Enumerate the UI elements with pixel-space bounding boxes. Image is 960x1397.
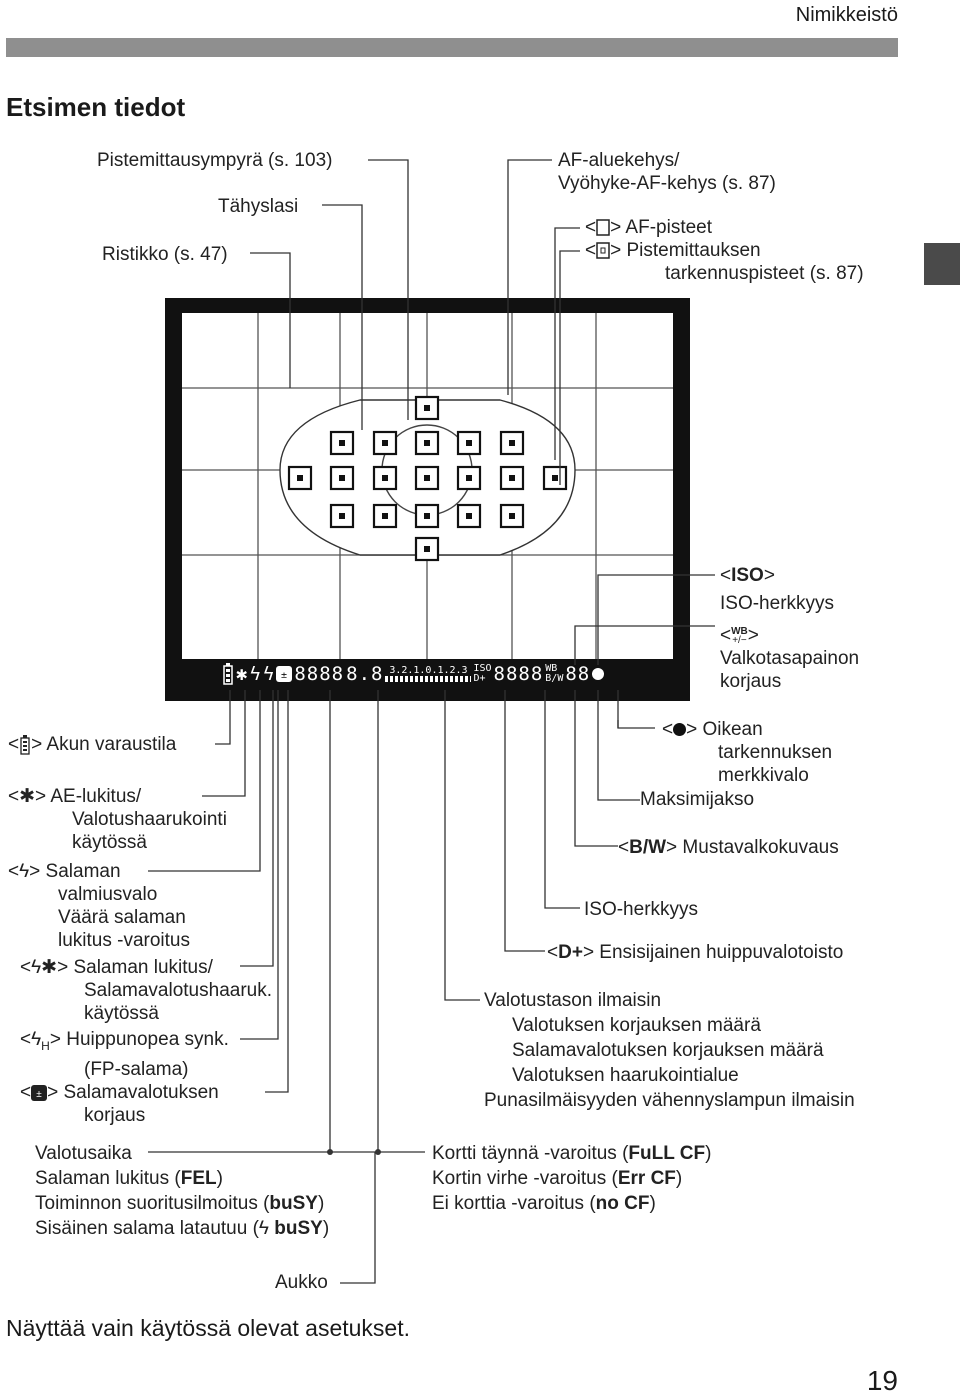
- wb-label-group: WB B/W: [545, 664, 563, 684]
- burst-digits: 88: [565, 663, 591, 685]
- label-grid: Ristikko (s. 47): [102, 244, 228, 265]
- label-hss: <ϟH> Huippunopea synk. (FP-salama): [20, 1029, 229, 1080]
- iso-label: ISO: [473, 663, 492, 674]
- label-iso-2: ISO-herkkyys: [584, 899, 699, 920]
- ae-lock-icon-text: ✱: [19, 786, 36, 807]
- footer-note: Näyttää vain käytössä olevat asetukset.: [6, 1315, 410, 1341]
- header-bar: [6, 38, 898, 57]
- label-wb-symbol: <WB+/−>: [720, 625, 759, 646]
- label-af-points: <> AF-pisteet: [585, 217, 713, 238]
- label-screen: Tähyslasi: [218, 196, 299, 217]
- page-number: 19: [866, 1365, 898, 1396]
- flash-icon-text: ϟ: [19, 861, 30, 882]
- label-exposure-level: Valotustason ilmaisin Valotuksen korjauk…: [484, 990, 855, 1111]
- label-flash-ready: <ϟ> Salaman valmiusvalo Väärä salaman lu…: [8, 861, 190, 951]
- svg-text:±: ±: [36, 1089, 42, 1100]
- focus-confirm-dot: [592, 668, 605, 680]
- label-iso: ISO-herkkyys: [720, 593, 835, 614]
- flash-icon-inline: ϟ: [258, 1218, 275, 1239]
- hss-icon-text: ϟH: [31, 1029, 50, 1053]
- label-bottom-left: Valotusaika Salaman lukitus (FEL) Toimin…: [35, 1143, 330, 1239]
- wb-label: WB: [545, 663, 558, 674]
- flash-comp-icon-text: ±: [31, 1084, 48, 1101]
- label-fec: <±> Salamavalotuksen korjaus: [20, 1082, 219, 1126]
- shutter-digits: 8888: [294, 663, 345, 685]
- label-fel: <ϟ✱> Salaman lukitus/ Salamavalotushaaru…: [20, 957, 272, 1024]
- label-focus-confirm: <> Oikean tarkennuksen merkkivalo: [662, 719, 833, 786]
- af-point-icon: [596, 219, 610, 237]
- battery-icon-text: [20, 734, 30, 755]
- af-point-centers: [297, 405, 558, 552]
- label-wb: Valkotasapainon korjaus: [720, 648, 860, 692]
- label-highlight-tone: <D+> Ensisijainen huippuvalotoisto: [547, 942, 844, 963]
- aperture-digits: 8.8: [346, 663, 384, 685]
- iso-digits: 8888: [493, 663, 544, 685]
- label-ae-lock: <✱> AE-lukitus/ Valotushaarukointi käytö…: [8, 786, 227, 853]
- label-battery: <> Akun varaustila: [8, 734, 177, 755]
- highlight-tone-label: D+: [473, 673, 486, 684]
- label-bw: <B/W> Mustavalkokuvaus: [618, 837, 839, 858]
- battery-icon: [223, 663, 233, 685]
- ae-lock-icon: ✱: [236, 663, 248, 685]
- leader-lines: [148, 159, 715, 1284]
- label-iso-symbol: <ISO>: [720, 565, 775, 586]
- focus-dot-icon: [673, 723, 687, 737]
- label-aperture: Aukko: [275, 1272, 328, 1293]
- svg-text:±: ±: [281, 670, 287, 681]
- side-tab: [924, 243, 960, 285]
- flash-lock-icon-text: ϟ✱: [31, 957, 58, 978]
- header-title: Nimikkeistö: [795, 4, 898, 26]
- bw-label: B/W: [545, 673, 564, 684]
- exposure-scale-bar: [385, 676, 472, 682]
- viewfinder-lcd: ✱ ϟ ϟ ± 8888 8.8 3.2.1.0.1.2.3 ISO D+ 88…: [222, 660, 642, 688]
- iso-label-group: ISO D+: [473, 664, 491, 684]
- flash-lock-icon: ϟ: [249, 663, 261, 685]
- flash-comp-icon: ±: [276, 666, 293, 682]
- label-spot-af: <> Pistemittauksen tarkennuspisteet (s. …: [585, 240, 864, 284]
- label-af-area: AF-aluekehys/ Vyöhyke-AF-kehys (s. 87): [558, 150, 776, 194]
- exposure-scale: 3.2.1.0.1.2.3: [385, 666, 472, 682]
- label-max-burst: Maksimijakso: [640, 789, 755, 810]
- section-title: Etsimen tiedot: [6, 92, 186, 122]
- spot-af-point-icon: [596, 242, 610, 260]
- flash-ready-icon: ϟ: [262, 663, 275, 685]
- label-spot-circle: Pistemittausympyrä (s. 103): [97, 150, 333, 171]
- label-bottom-right: Kortti täynnä -varoitus (FuLL CF) Kortin…: [432, 1143, 712, 1214]
